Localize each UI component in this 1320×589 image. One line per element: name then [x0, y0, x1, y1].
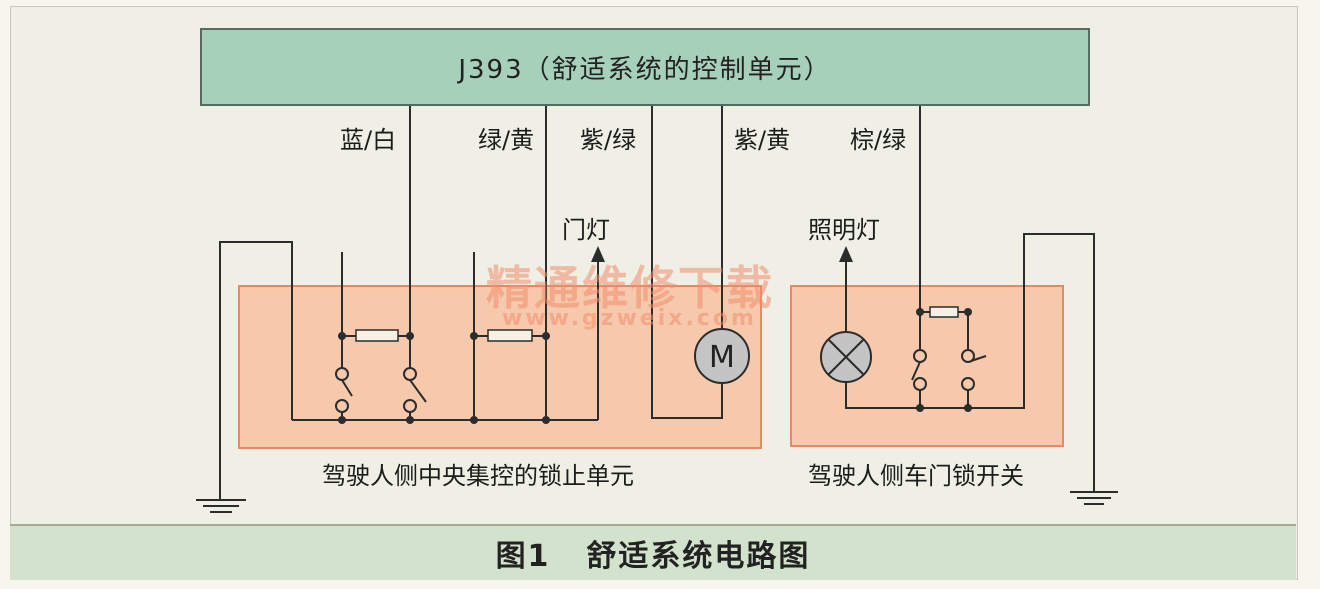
switch-c-contact-bottom: [913, 377, 927, 391]
watermark-text: 精通维修下载: [486, 261, 774, 315]
motor-symbol: M: [709, 340, 735, 375]
illumination-arrow: [839, 246, 853, 262]
switch-d-contact-bottom: [961, 377, 975, 391]
figure-number: 图1: [495, 539, 551, 574]
central-lock-unit-label: 驾驶人侧中央集控的锁止单元: [322, 462, 634, 490]
motor-icon: [694, 328, 750, 384]
switch-d-contact-top: [961, 349, 975, 363]
control-unit-j393: J393（舒适系统的控制单元）: [200, 28, 1090, 106]
wire-label-blue-white: 蓝/白: [340, 126, 397, 154]
wire-purple-green: [651, 104, 723, 419]
figure-title: 舒适系统电路图: [586, 539, 811, 574]
switch-c-contact-top: [913, 349, 927, 363]
switch-a-blade: [341, 379, 353, 397]
central-lock-unit-box: [238, 285, 762, 449]
right-ground-wire: [845, 233, 1095, 492]
door-lock-switch-label: 驾驶人侧车门锁开关: [808, 462, 1024, 490]
switch-c-blade: [911, 361, 921, 381]
fuse-c-symbol: [929, 306, 959, 318]
lamp-icon: [820, 331, 872, 383]
switch-a-contact-top: [335, 367, 349, 381]
fuse-b-symbol: [487, 329, 533, 342]
wire-label-brown-green: 棕/绿: [850, 126, 907, 154]
fuse-a-symbol: [355, 329, 399, 342]
control-unit-label: J393（舒适系统的控制单元）: [458, 54, 832, 85]
left-ground-wire: [219, 241, 293, 500]
illumination-light-label: 照明灯: [808, 216, 880, 244]
door-light-label: 门灯: [562, 216, 610, 244]
junction-dots: [338, 308, 972, 424]
wire-label-green-yellow: 绿/黄: [478, 126, 535, 154]
figure-caption: 图1 舒适系统电路图: [10, 524, 1296, 580]
wire-label-purple-green: 紫/绿: [580, 126, 637, 154]
switch-b-blade: [409, 379, 427, 403]
wire-label-purple-yellow: 紫/黄: [734, 126, 791, 154]
door-light-arrow: [591, 246, 605, 262]
switch-a-contact-bottom: [335, 399, 349, 413]
watermark-url: www.gzweix.com: [502, 306, 757, 331]
switch-b-contact-bottom: [403, 399, 417, 413]
switch-b-contact-top: [403, 367, 417, 381]
